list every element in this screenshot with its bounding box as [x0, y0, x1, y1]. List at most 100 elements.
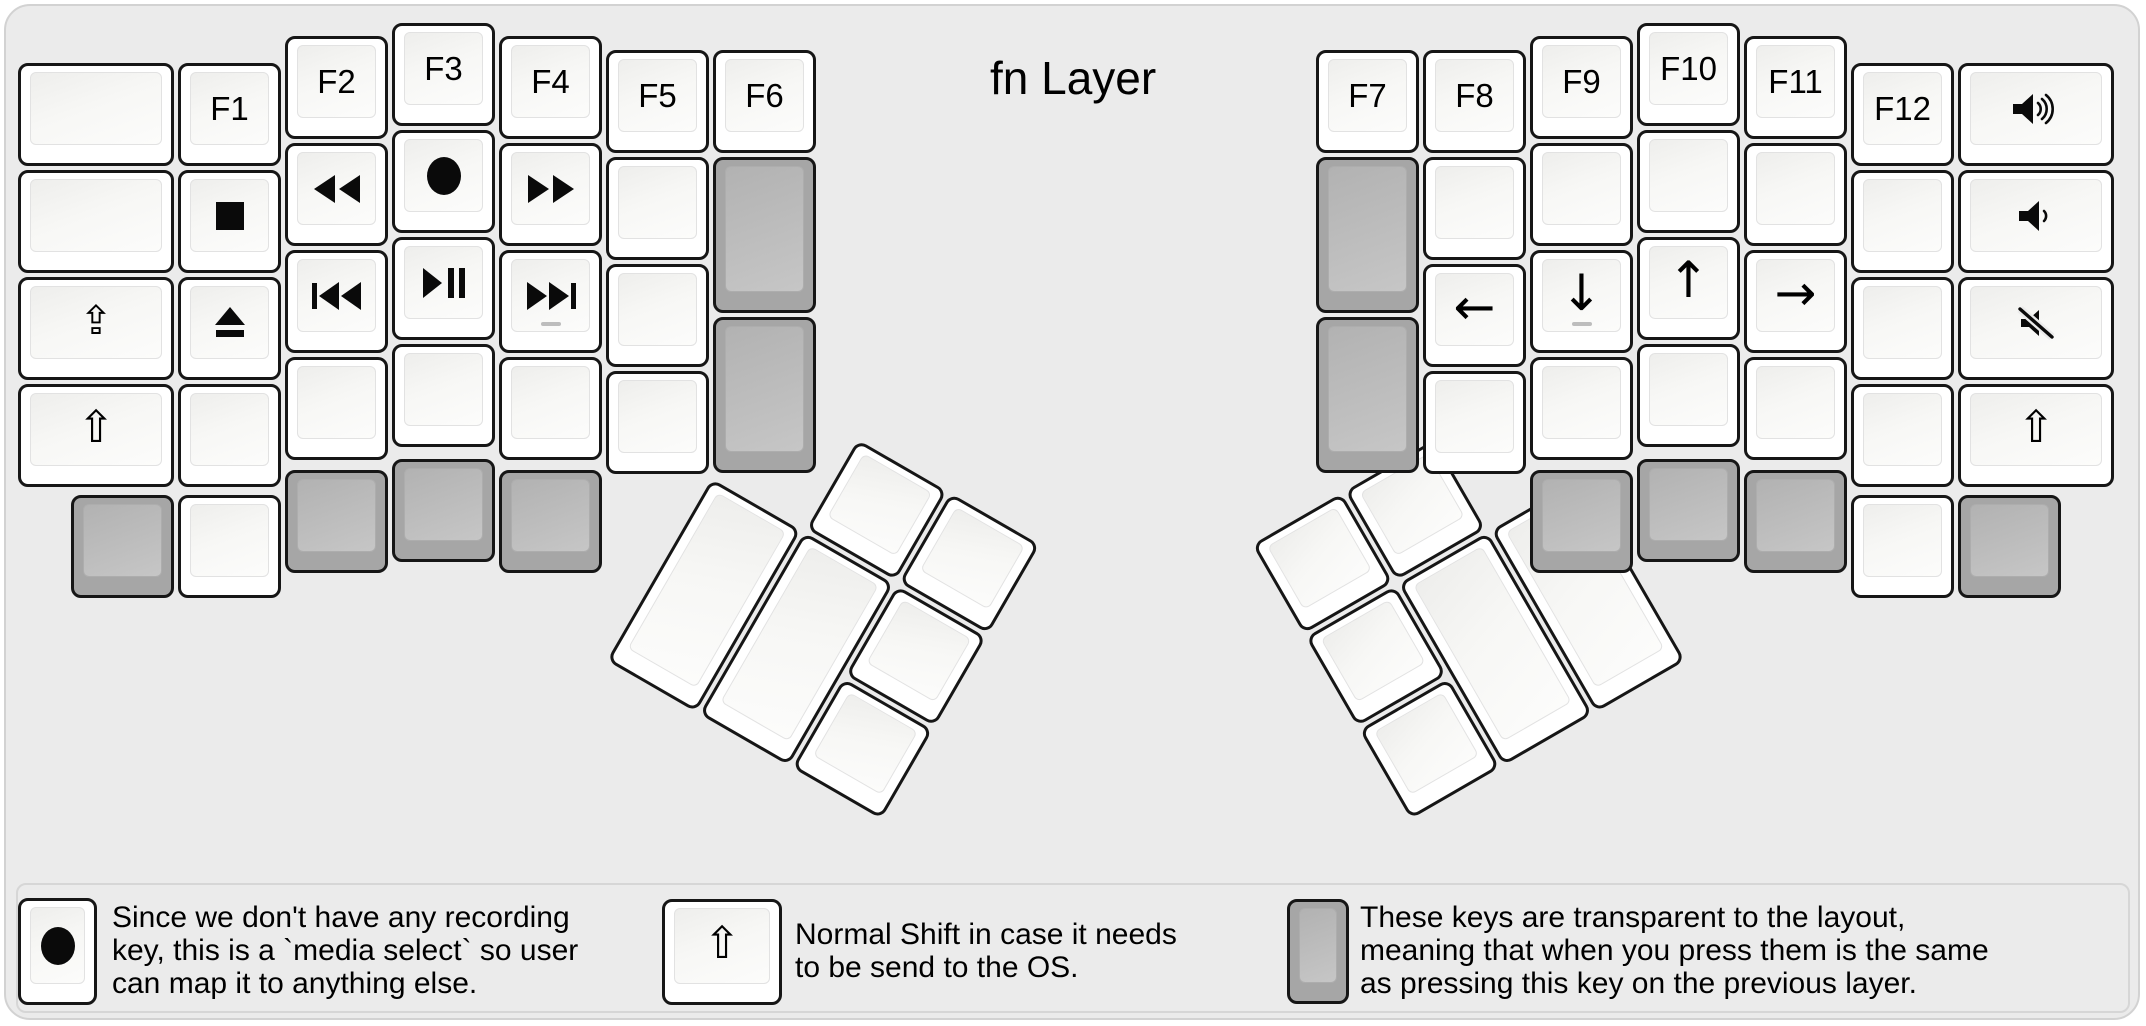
keycap-top [1970, 504, 2049, 577]
key-legend: F6 [745, 77, 784, 114]
key-record [392, 130, 495, 233]
keycap-top [827, 453, 933, 557]
keycap-top [30, 907, 85, 984]
key-legend: → [1774, 263, 1817, 322]
keycap-top [1970, 179, 2102, 252]
keycap-top [1649, 353, 1728, 426]
key-blank [1423, 371, 1526, 474]
key-blank [606, 371, 709, 474]
keycap-top [190, 393, 269, 466]
key-mute [1958, 277, 2114, 380]
keycap-top [618, 273, 697, 346]
next-icon [525, 281, 577, 311]
key-transparent [285, 470, 388, 573]
keycap-top: F2 [297, 45, 376, 118]
keycap-top [297, 366, 376, 439]
keycap-top [511, 152, 590, 225]
key-f2: F2 [285, 36, 388, 139]
layer-title: fn Layer [990, 52, 1157, 104]
key-next-track [499, 250, 602, 353]
keycap-top: F11 [1756, 45, 1835, 118]
key-blank [392, 344, 495, 447]
keycap-top [1435, 166, 1514, 239]
keycap-top [297, 479, 376, 552]
key-transparent [1316, 157, 1419, 313]
key-blank [499, 357, 602, 460]
key-blank [178, 384, 281, 487]
keycap-top [1970, 72, 2102, 145]
keycap-top [618, 166, 697, 239]
key-blank [1637, 130, 1740, 233]
key-caps-lock: ⇪ [18, 277, 174, 380]
key-fast-forward [499, 143, 602, 246]
rewind-icon [312, 174, 362, 204]
key-legend: ⇪ [79, 297, 113, 344]
homing-dash [540, 322, 561, 326]
key-legend: F7 [1348, 77, 1387, 114]
key-legend: F9 [1562, 63, 1601, 100]
keycap-top: ⇧ [30, 393, 162, 466]
key-transparent [1637, 459, 1740, 562]
key-f8: F8 [1423, 50, 1526, 153]
legend-line: as pressing this key on the previous lay… [1360, 967, 1917, 1000]
key-legend: ⇧ [77, 401, 115, 453]
key-shift-right: ⇧ [1958, 384, 2114, 487]
keycap-top [83, 504, 162, 577]
key-shift-left: ⇧ [18, 384, 174, 487]
keycap-top [30, 72, 162, 145]
keycap-top [1649, 139, 1728, 212]
key-blank [18, 63, 174, 166]
keycap-top [1328, 326, 1407, 452]
keycap-top [404, 246, 483, 319]
key-transparent [499, 470, 602, 573]
record-icon [39, 925, 77, 967]
keycap-top [1542, 152, 1621, 225]
keycap-top: ↓ [1542, 259, 1621, 332]
key-blank [1423, 157, 1526, 260]
keycap-top: F4 [511, 45, 590, 118]
key-legend: F3 [424, 50, 463, 87]
keycap-top [1299, 908, 1337, 983]
key-f10: F10 [1637, 23, 1740, 126]
key-legend: F8 [1455, 77, 1494, 114]
legend-key-shift: ⇧ [662, 899, 782, 1005]
key-legend: ⇧ [2017, 401, 2055, 453]
key-transparent [392, 459, 495, 562]
keycap-top: ⇪ [30, 286, 162, 359]
keycap-top: → [1756, 259, 1835, 332]
keycap-top [297, 259, 376, 332]
key-f12: F12 [1851, 63, 1954, 166]
key-volume-up [1958, 63, 2114, 166]
key-legend: ↑ [1667, 250, 1710, 309]
key-transparent [713, 317, 816, 473]
key-blank [1530, 143, 1633, 246]
key-transparent [1316, 317, 1419, 473]
legend-line: Since we don't have any recording [112, 901, 570, 934]
keycap-top [1863, 286, 1942, 359]
mute-icon [2015, 305, 2057, 341]
key-blank [178, 495, 281, 598]
key-blank [1637, 344, 1740, 447]
key-arrow-right: → [1744, 250, 1847, 353]
key-stop [178, 170, 281, 273]
stop-icon [215, 201, 245, 231]
legend-text-transparent: These keys are transparent to the layout… [1360, 901, 1989, 1000]
key-arrow-up: ↑ [1637, 237, 1740, 340]
key-f9: F9 [1530, 36, 1633, 139]
keycap-top [297, 152, 376, 225]
ffwd-icon [526, 174, 576, 204]
key-f5: F5 [606, 50, 709, 153]
key-play-pause [392, 237, 495, 340]
keycap-top [725, 166, 804, 292]
key-blank [606, 264, 709, 367]
keycap-top [190, 179, 269, 252]
key-blank [285, 357, 388, 460]
key-f7: F7 [1316, 50, 1419, 153]
homing-dash [1571, 322, 1592, 326]
keycap-top [404, 468, 483, 541]
keycap-top: F6 [725, 59, 804, 132]
legend-text-record: Since we don't have any recording key, t… [112, 901, 578, 1000]
keycap-top [1863, 504, 1942, 577]
record-icon [425, 155, 463, 197]
keycap-top: F9 [1542, 45, 1621, 118]
